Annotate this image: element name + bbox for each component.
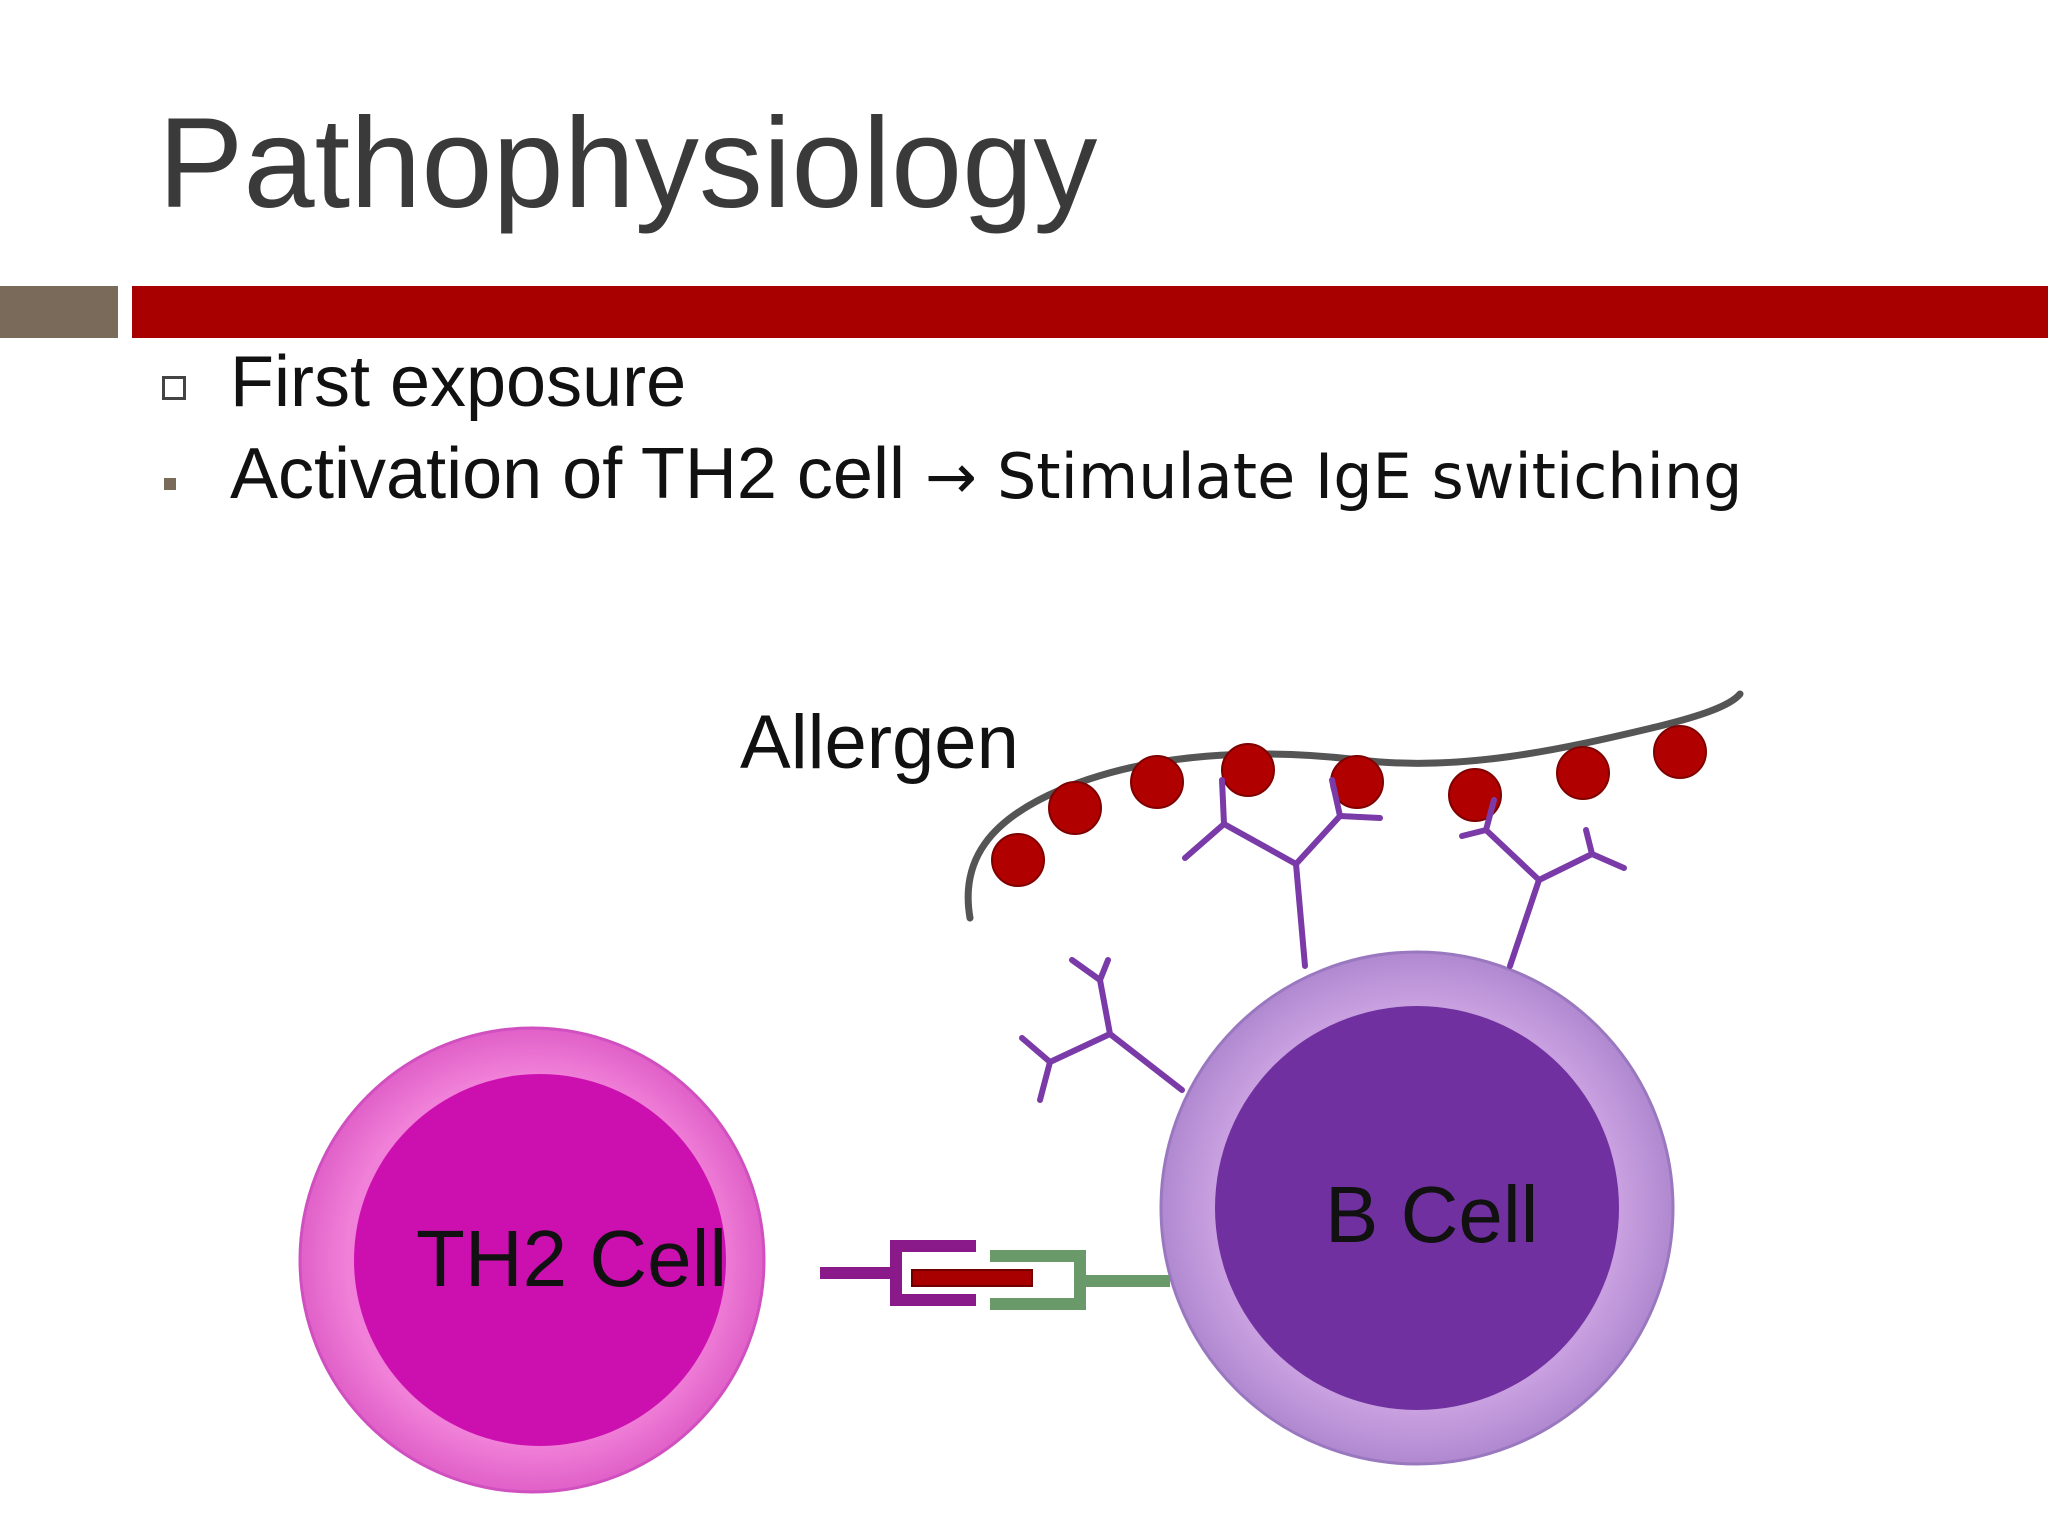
title-accent-bar-red — [132, 286, 2048, 338]
th2-receptor-cup — [890, 1240, 972, 1306]
th2-cell-label: TH2 Cell — [416, 1214, 727, 1303]
th2-cell: TH2 Cell — [298, 1026, 766, 1494]
arrow-glyph: → — [924, 440, 977, 513]
b-receptor-cup — [990, 1250, 1086, 1310]
hollow-square-bullet-icon — [162, 376, 186, 400]
allergen-dot — [991, 833, 1045, 887]
b-cell-label: B Cell — [1325, 1170, 1538, 1259]
small-square-bullet-icon — [164, 478, 176, 490]
allergen-dots — [991, 725, 1707, 887]
antibody-icon — [1459, 797, 1627, 969]
allergen-label: Allergen — [740, 700, 1019, 785]
title-accent-bar-gray — [0, 286, 118, 338]
bullet-text: Activation of TH2 cell — [230, 434, 905, 514]
allergen-dot — [1448, 768, 1502, 822]
antibody-icon — [1019, 957, 1185, 1103]
allergen-dot — [1556, 746, 1610, 800]
antibody-group — [1019, 777, 1627, 1103]
receptor-complex — [820, 1240, 1170, 1310]
b-cell-nucleus — [1215, 1006, 1619, 1410]
allergen-dot — [1130, 755, 1184, 809]
bullet-continuation: Stimulate IgE switiching — [996, 440, 1743, 513]
allergen-dot — [1048, 781, 1102, 835]
slide-title: Pathophysiology — [158, 92, 1098, 235]
allergen-dot — [1653, 725, 1707, 779]
th2-cell-nucleus — [354, 1074, 726, 1446]
bullet-text: First exposure — [230, 342, 687, 422]
antigen-peptide — [911, 1269, 1033, 1287]
antibody-icon — [1182, 777, 1383, 969]
b-cell: B Cell — [1159, 950, 1675, 1466]
allergen-dot — [1221, 743, 1275, 797]
allergen-strand — [964, 690, 1744, 922]
bullet-text-line: Activation of TH2 cell → Stimulate IgE s… — [230, 438, 1742, 510]
